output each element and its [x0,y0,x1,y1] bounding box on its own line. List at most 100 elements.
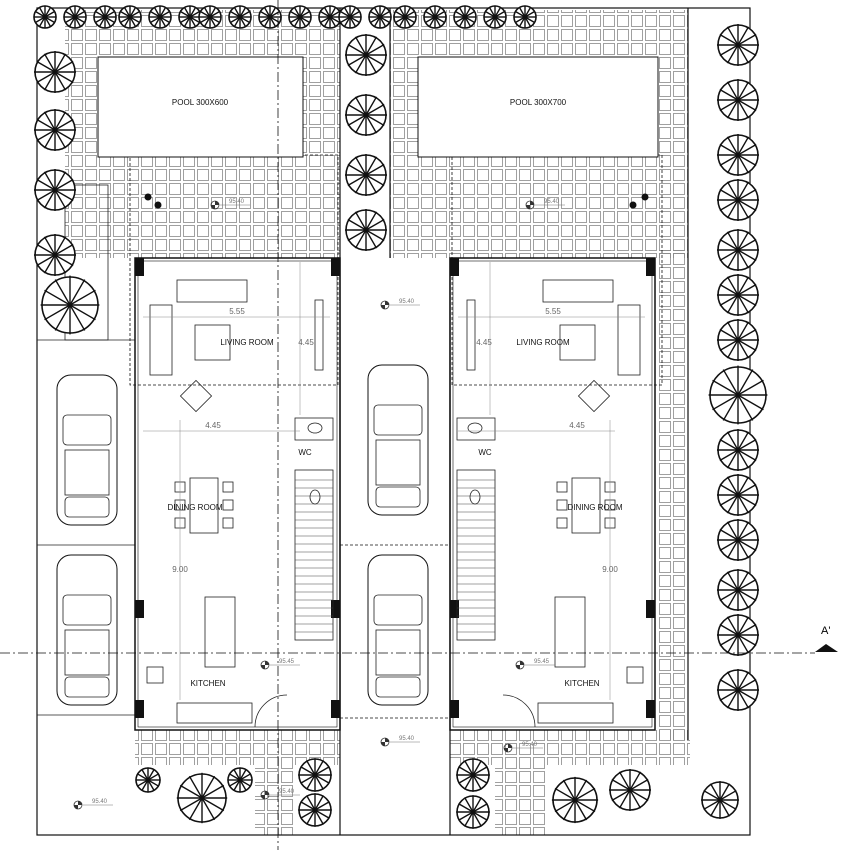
tree [33,5,57,29]
tree-branch [464,16,472,28]
tree-branch [38,6,46,18]
tree-branch [574,779,588,801]
tree-branch [737,394,764,411]
tree-branch [119,16,131,24]
tree-branch [484,10,496,18]
tree [368,5,392,29]
tree [345,94,387,136]
tree-branch [354,96,367,116]
tree-branch [259,16,271,24]
tree-branch [737,44,757,57]
car-windshield [373,404,423,436]
tree-branch [147,779,155,792]
tree-branch [629,789,642,809]
tree-branch [524,6,532,18]
tree-branch [233,768,241,781]
tree-branch [737,249,757,262]
tree-branch [189,16,201,24]
tree-branch [611,789,631,802]
tree-branch [394,10,406,18]
tree [551,776,599,824]
tree-branch [398,16,406,28]
tree-branch [574,787,596,801]
tree-branch [323,6,331,18]
tree-branch [719,44,739,57]
tree-branch [239,779,252,787]
tree-branch [239,10,251,18]
tree-branch [289,16,301,24]
tree [34,169,76,211]
tree-branch [379,16,391,24]
chair [556,517,568,529]
tree-branch [149,10,161,18]
tree-branch [43,189,56,209]
tree-branch [354,54,367,74]
tree-branch [428,16,436,28]
tree [717,474,759,516]
tree-branch [189,16,197,28]
tree-branch [719,494,739,507]
tree-branch [189,6,197,18]
tree-branch [201,784,225,799]
car-rear-window [375,676,421,698]
tree-branch [44,16,56,24]
room-label-wc: WC [478,448,492,457]
tree-branch [719,339,739,352]
tree-branch [458,6,466,18]
tree-branch [719,449,739,462]
tree-branch [737,571,750,591]
tree-branch [472,797,483,813]
tree-branch [36,71,56,84]
tree-branch [69,304,86,331]
tree-branch [719,33,739,46]
tree [288,5,312,29]
sofa [542,279,614,303]
level-symbol-fill [211,201,219,209]
tree-branch [494,16,502,28]
tree-branch [293,6,301,18]
tree-branch [129,16,141,24]
tree-branch [737,26,750,46]
tree-branch [472,802,488,813]
tree-branch [299,16,307,28]
tree-branch [629,789,649,802]
interior-wall [137,260,338,728]
room-label-dining: DINING ROOM [167,503,222,512]
chair [222,481,234,493]
tree-branch [228,779,241,787]
tree-branch [319,16,331,24]
tree [717,429,759,471]
tree-branch [354,114,367,134]
tree-branch [203,6,211,18]
tree-branch [719,623,739,636]
dimension-dining: 4.45 [569,421,585,430]
tree-branch [562,799,576,821]
tree-branch [737,369,754,396]
tree-branch [305,809,316,825]
tree [453,5,477,29]
tree-branch [737,249,750,269]
level-value: 95.40 [229,199,245,205]
level-marker: 95.45 [260,659,300,670]
level-marker: 95.40 [503,742,543,753]
tree-branch [618,789,631,809]
chair [222,499,234,511]
kitchen-counter [537,702,614,724]
tree-branch [365,54,385,67]
tree-branch [34,16,46,24]
tree-branch [68,6,76,18]
level-symbol-fill [261,791,269,799]
tree [609,769,651,811]
tree-branch [726,589,739,609]
tree [717,179,759,221]
tree-branch [737,394,754,421]
tree-branch [726,26,739,46]
tree-branch [404,10,416,18]
pool-right: POOL 300X700 [417,56,659,158]
tree-branch [69,279,86,306]
tree-branch [737,199,750,219]
tree-branch [428,6,436,18]
tree-branch [54,236,67,256]
tree-branch [319,10,331,18]
